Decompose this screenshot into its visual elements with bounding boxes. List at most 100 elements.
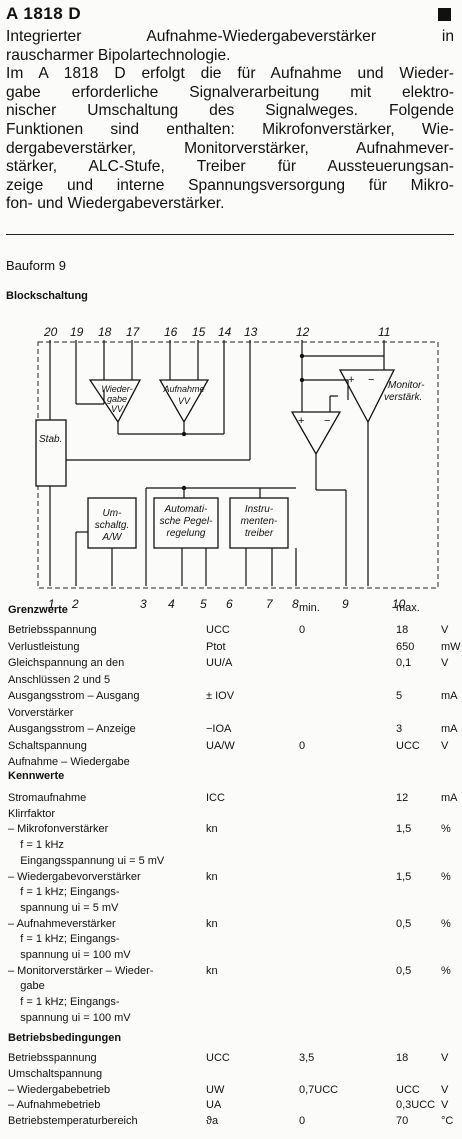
spec-label: f = 1 kHz; Eingangs- xyxy=(8,933,120,946)
pin-4: 4 xyxy=(168,597,175,610)
spec-symbol: UCC xyxy=(206,1052,230,1064)
spec-unit: mW xyxy=(441,640,461,653)
spec-max: 12 xyxy=(396,792,409,804)
spec-unit: mA xyxy=(441,723,458,735)
spec-min: 0 xyxy=(299,739,306,752)
aufnahme-vv-amplifier xyxy=(158,379,210,424)
spec-max: 70 xyxy=(396,1115,409,1128)
spec-symbol: UCC xyxy=(206,624,230,636)
pin-11: 11 xyxy=(378,325,390,339)
spec-label: Anschlüssen 2 und 5 xyxy=(8,673,111,686)
pin-1: 1 xyxy=(48,597,55,610)
intro-line: Integrierter Aufnahme-Wiedergabeverstärk… xyxy=(6,28,454,45)
pin-18: 18 xyxy=(98,325,112,339)
spec-min: 0,7UCC xyxy=(299,1083,339,1096)
spec-max: 1,5 xyxy=(396,823,412,836)
spec-row: Klirrfaktor xyxy=(6,808,462,822)
monitor-label: Monitor- xyxy=(388,380,425,391)
col-min-header: min. xyxy=(299,602,320,614)
spec-label: spannung ui = 5 mV xyxy=(8,901,119,914)
spec-symbol: kn xyxy=(206,964,218,977)
spec-symbol: ± IOV xyxy=(206,690,235,702)
spec-unit: mA xyxy=(441,792,458,804)
op-amp xyxy=(290,411,342,456)
spec-max: 0,5 xyxy=(396,917,412,930)
spec-symbol: UA/W xyxy=(206,739,235,752)
grenzwerte-heading: Grenzwerte xyxy=(6,604,462,618)
intro-text: Integrierter Aufnahme-Wiedergabeverstärk… xyxy=(6,28,454,214)
monitor-plus: + xyxy=(348,374,354,386)
spec-min: 3,5 xyxy=(299,1052,315,1064)
document-title: A 1818 D xyxy=(6,4,82,23)
spec-symbol: −IOA xyxy=(206,723,232,735)
spec-row: spannung ui = 5 mV xyxy=(6,902,462,916)
pin-5: 5 xyxy=(200,597,207,610)
spec-label: – Wiedergabebetrieb xyxy=(8,1083,111,1096)
kennwerte-heading: Kennwerte xyxy=(6,770,462,784)
spec-max: 18 xyxy=(396,1052,409,1064)
spec-unit: V xyxy=(441,739,449,752)
body-line: Funktionen sind enthalten: Mikrofonverst… xyxy=(6,120,454,138)
wiedergabe-label: gabe xyxy=(107,394,127,404)
section-heading: Betriebsbedingungen xyxy=(8,1032,122,1044)
spec-label: spannung ui = 100 mV xyxy=(8,949,131,961)
aufnahme-label: Aufnahme xyxy=(162,384,204,394)
spec-symbol: ϑa xyxy=(206,1115,219,1128)
body-line: Im A 1818 D erfolgt die für Aufnahme und… xyxy=(6,65,454,83)
spec-row: spannung ui = 100 mV xyxy=(6,949,462,963)
pin-14: 14 xyxy=(218,325,232,339)
instrumententreiber-block xyxy=(229,497,289,549)
pin-7: 7 xyxy=(266,597,274,610)
pin-19: 19 xyxy=(70,325,84,339)
col-header-row: min. max. xyxy=(6,602,462,616)
wiedergabe-label: Wieder- xyxy=(101,384,132,394)
pin-15: 15 xyxy=(192,325,206,339)
intro-line: rauscharmer Bipolartechnologie. xyxy=(6,46,231,64)
spec-row: spannung ui = 100 mV xyxy=(6,1012,462,1026)
spec-label: Verlustleistung xyxy=(8,640,80,653)
spec-label: Eingangsspannung ui = 5 mV xyxy=(8,854,165,867)
aufnahme-label: VV xyxy=(178,396,191,406)
spec-unit: V xyxy=(441,1083,449,1096)
spec-max: 0,1 xyxy=(396,657,412,669)
betrieb-heading: Betriebsbedingungen xyxy=(6,1032,462,1046)
umschaltung-block xyxy=(87,497,137,549)
spec-label: Aufnahme – Wiedergabe xyxy=(8,756,130,768)
spec-row: Eingangsspannung ui = 5 mV xyxy=(6,855,462,869)
pin-16: 16 xyxy=(164,325,178,339)
spec-max: UCC xyxy=(396,1083,420,1096)
divider xyxy=(6,234,454,235)
spec-label: – Wiedergabevorverstärker xyxy=(8,870,141,883)
pin-3: 3 xyxy=(140,597,147,610)
spec-max: 0,3UCC xyxy=(396,1099,436,1112)
spec-row: f = 1 kHz xyxy=(6,839,462,853)
spec-symbol: kn xyxy=(206,870,218,883)
body-line: fon- und Wiedergabeverstärker. xyxy=(6,195,225,213)
spec-row: f = 1 kHz; Eingangs- xyxy=(6,996,462,1010)
spec-row: f = 1 kHz; Eingangs- xyxy=(6,933,462,947)
section-heading: Grenzwerte xyxy=(8,604,68,616)
spec-label: – Mikrofonverstärker xyxy=(8,823,109,836)
body-line: dergabeverstärker, Monitorverstärker, Au… xyxy=(6,139,454,157)
spec-symbol: ICC xyxy=(206,792,225,804)
top-pin-labels: 20 19 18 17 16 15 14 13 12 11 xyxy=(43,325,390,339)
spec-max: 650 xyxy=(396,640,415,653)
stabilizer-block xyxy=(35,419,67,487)
instr-label: menten- xyxy=(241,516,278,527)
pin-13: 13 xyxy=(244,325,258,339)
spec-label: f = 1 kHz; Eingangs- xyxy=(8,886,120,899)
spec-unit: % xyxy=(441,870,451,883)
spec-unit: V xyxy=(441,657,449,669)
spec-symbol: UU/A xyxy=(206,657,233,669)
pin-20: 20 xyxy=(43,325,58,339)
spec-symbol: kn xyxy=(206,917,218,930)
spec-row: f = 1 kHz; Eingangs- xyxy=(6,886,462,900)
blockschaltung-heading: Blockschaltung xyxy=(6,290,88,302)
